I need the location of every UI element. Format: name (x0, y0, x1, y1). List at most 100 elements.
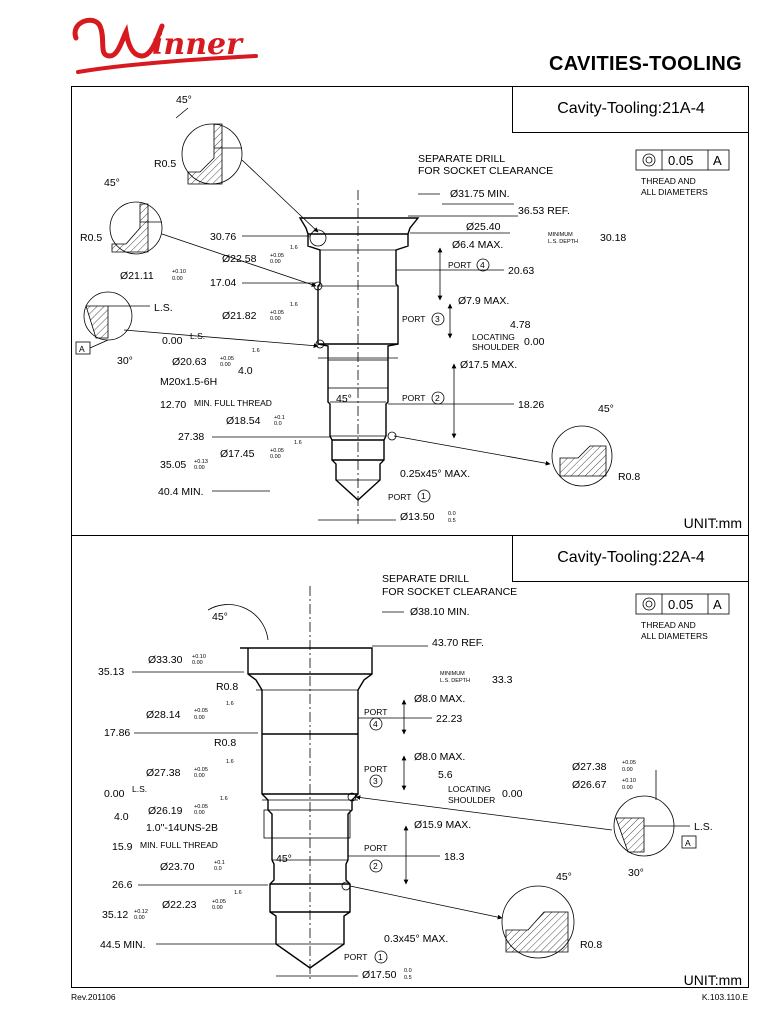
dim-d10: Ø17.45 (220, 448, 255, 460)
dim-d13: Ø27.38 (572, 761, 607, 773)
dim-ref: 43.70 REF. (432, 637, 484, 649)
detail-view-r08: 45° R0.8 (393, 403, 640, 487)
tol-upper: +0.1 (274, 415, 285, 421)
cavity-profile-1 (298, 217, 420, 501)
tol-upper: +0.05 (220, 356, 234, 362)
dim-r3: 4.78 (510, 319, 531, 331)
dim-d2: Ø25.40 (466, 221, 501, 233)
drill-note-2: FOR SOCKET CLEARANCE (382, 586, 517, 598)
tol-lower: 0.5 (404, 975, 412, 981)
dim-d14: Ø26.67 (572, 779, 607, 791)
dim-v8: 44.5 MIN. (100, 939, 146, 951)
port-1-label: PORT (388, 492, 411, 502)
tol-upper: +0.05 (212, 899, 226, 905)
dim-d4: Ø8.0 MAX. (414, 751, 465, 763)
tolerance-note-2: ALL DIAMETERS (641, 187, 708, 197)
surface-finish: 1.6 (290, 302, 298, 308)
winner-logo: inner (72, 17, 258, 74)
panel-title-21a-4: Cavity-Tooling:21A-4 (512, 86, 749, 133)
ls-label: L.S. (132, 784, 147, 794)
tol-upper: +0.05 (270, 253, 284, 259)
port-4-label: PORT (448, 260, 471, 270)
angle30-label: 30° (117, 355, 133, 367)
radius-label: R0.8 (214, 737, 236, 749)
dim-v1: 35.13 (98, 666, 124, 678)
tol-lower: 0.00 (622, 785, 633, 791)
dim-d6: Ø33.30 (148, 654, 183, 666)
ls-label: L.S. (190, 331, 205, 341)
min-ls-depth-2: L.S. DEPTH (548, 239, 578, 245)
tol-upper: +0.10 (172, 269, 186, 275)
tol-lower: 0.00 (270, 316, 281, 322)
tol-lower: 0.00 (192, 660, 203, 666)
min-ls-depth-2: L.S. DEPTH (440, 678, 470, 684)
dim-r4: 0.00 (502, 788, 523, 800)
port-2-num: 2 (373, 861, 378, 871)
tol-upper: +0.10 (192, 654, 206, 660)
tol-upper: +0.12 (134, 909, 148, 915)
tolerance-value: 0.05 (668, 153, 693, 168)
dim-v3: 0.00 (162, 335, 183, 347)
panel-divider (71, 535, 749, 536)
locating-2: SHOULDER (472, 342, 519, 352)
dim-d6: Ø22.58 (222, 253, 257, 265)
dim-d9: Ø18.54 (226, 415, 261, 427)
dim-v3: 0.00 (104, 788, 125, 800)
tol-upper: +0.05 (194, 708, 208, 714)
thread-spec: 1.0"-14UNS-2B (146, 822, 218, 834)
tolerance-note-1: THREAD AND (641, 620, 696, 630)
tol-lower: 0.00 (194, 773, 205, 779)
dim-d4: Ø7.9 MAX. (458, 295, 509, 307)
dim-r3: 5.6 (438, 769, 453, 781)
tolerance-datum: A (713, 597, 722, 612)
dim-d8: Ø27.38 (146, 767, 181, 779)
port-1-num: 1 (421, 491, 426, 501)
drill-note-1: SEPARATE DRILL (418, 153, 505, 165)
angle-label: 45° (276, 853, 292, 865)
revision-label: Rev.201106 (71, 992, 116, 1002)
thread-spec: M20x1.5-6H (160, 376, 217, 388)
radius-label: R0.8 (580, 939, 602, 951)
dim-d1: Ø31.75 MIN. (450, 188, 510, 200)
dim-v1: 30.76 (210, 231, 236, 243)
tol-upper: +0.05 (270, 448, 284, 454)
detail-view-ls-2: L.S. A 30° Ø27.38 +0.05 0.00 Ø26.67 +0.1… (355, 760, 713, 879)
tolerance-box-2: 0.05 A THREAD AND ALL DIAMETERS (635, 593, 730, 641)
unit-label-1: UNIT:mm (683, 515, 742, 531)
tol-lower: 0.0 (274, 421, 282, 427)
surface-finish: 1.6 (226, 701, 234, 707)
page-title: CAVITIES-TOOLING (549, 53, 742, 75)
tolerance-note-1: THREAD AND (641, 176, 696, 186)
tol-lower: 0.5 (448, 518, 456, 524)
angle30-label: 30° (628, 867, 644, 879)
dim-d11: Ø22.23 (162, 899, 197, 911)
tol-lower: 0.00 (622, 767, 633, 773)
port-2-label: PORT (364, 843, 387, 853)
tol-upper: +0.05 (194, 767, 208, 773)
dim-v6: 26.6 (112, 879, 133, 891)
drill-note-1: SEPARATE DRILL (382, 573, 469, 585)
dim-r5: 18.3 (444, 851, 465, 863)
tol-lower: 0.00 (212, 905, 223, 911)
tol-lower: 0.00 (172, 276, 183, 282)
angle-label: 45° (176, 94, 192, 106)
tol-lower: 0.00 (194, 810, 205, 816)
dim-d7: Ø28.14 (146, 709, 181, 721)
port-3-num: 3 (435, 314, 440, 324)
surface-finish: 1.6 (226, 759, 234, 765)
dim-r1: 33.3 (492, 674, 513, 686)
dim-v8: 40.4 MIN. (158, 486, 204, 498)
panel-2-drawing: 0.05 A THREAD AND ALL DIAMETERS 45° R0. (98, 573, 730, 981)
ls-label: L.S. (694, 821, 713, 833)
port-2-num: 2 (435, 393, 440, 403)
tol-upper: +0.1 (214, 860, 225, 866)
detail-view-45-top-2: 45° R0.8 R0.8 (207, 604, 269, 749)
dim-d10: Ø23.70 (160, 861, 195, 873)
tolerance-datum: A (713, 153, 722, 168)
tol-lower: 0.00 (270, 259, 281, 265)
dim-v4: 4.0 (114, 811, 129, 823)
dim-d12: Ø13.50 (400, 511, 435, 523)
tol-upper: +0.05 (194, 804, 208, 810)
tol-upper: +0.13 (194, 459, 208, 465)
